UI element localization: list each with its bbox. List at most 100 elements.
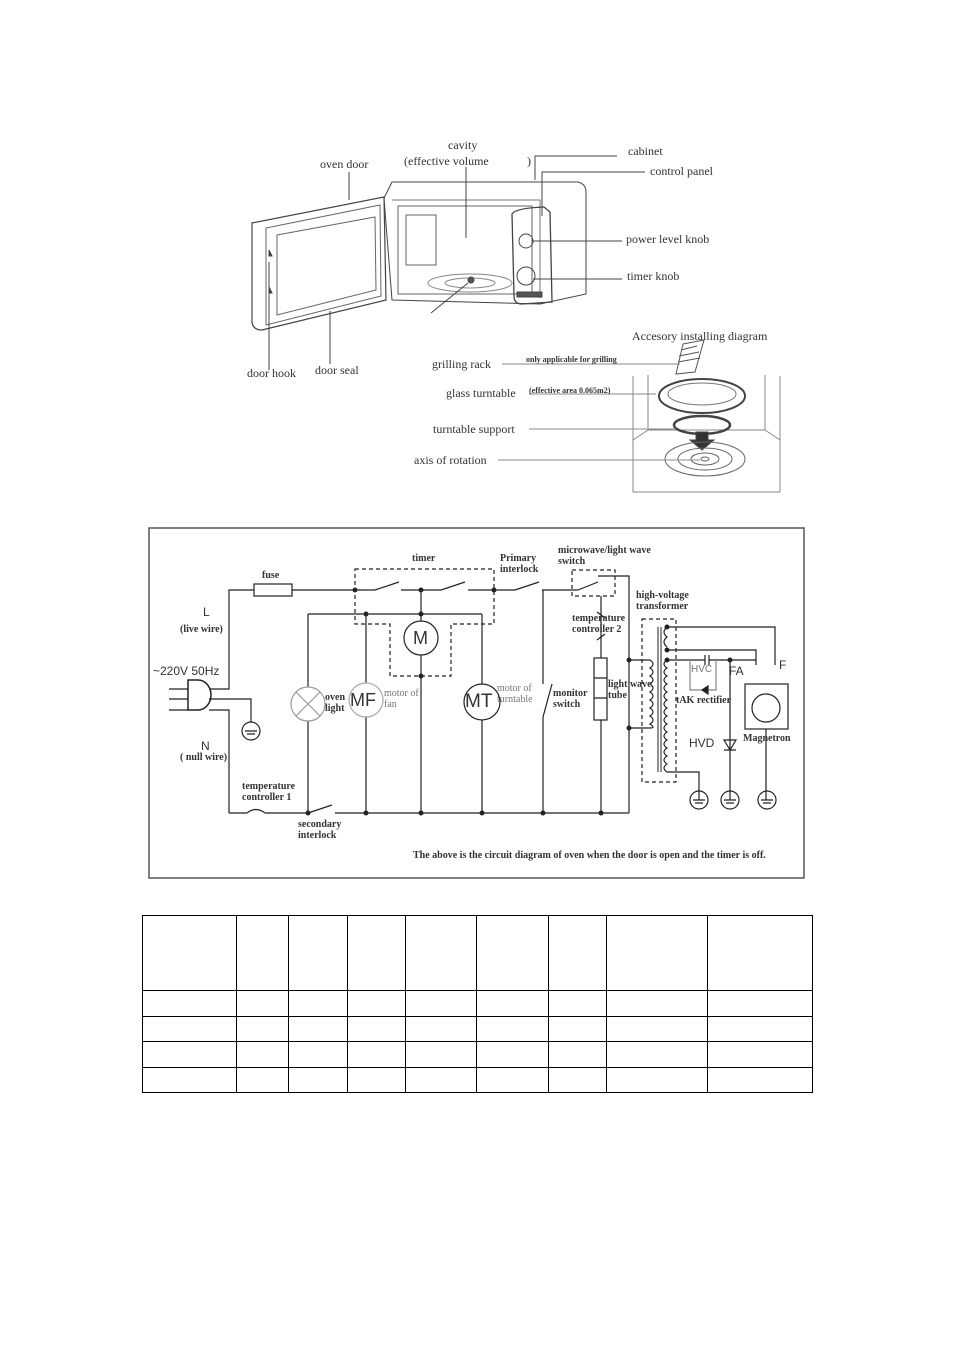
text: light wave: [608, 679, 652, 690]
label-cavity-volume: (effective volume: [404, 154, 489, 168]
text: secondary: [298, 819, 342, 830]
circuit-caption: The above is the circuit diagram of oven…: [413, 850, 766, 861]
label-rectifier: tAK rectifier: [676, 695, 732, 706]
table-cell: [347, 1067, 406, 1093]
table-cell: [606, 1041, 708, 1068]
table-cell: [347, 990, 406, 1017]
table-cell: [476, 1041, 549, 1068]
label-L: L: [203, 605, 210, 619]
text: oven: [325, 692, 345, 703]
table-cell: [606, 915, 708, 991]
table-cell: [288, 1067, 348, 1093]
label-MF: MF: [350, 690, 376, 710]
text: high-voltage: [636, 590, 689, 601]
label-fuse: fuse: [262, 570, 280, 581]
label-axis-of-rotation: axis of rotation: [414, 453, 487, 467]
table-cell: [707, 1016, 813, 1042]
table-cell: [606, 1067, 708, 1093]
table-cell: [548, 1067, 607, 1093]
label-control-panel: control panel: [650, 164, 713, 178]
table-cell: [707, 1041, 813, 1068]
text: light: [325, 703, 345, 714]
table-cell: [288, 1016, 348, 1042]
table-cell: [606, 1016, 708, 1042]
table-cell: [476, 990, 549, 1017]
text: switch: [558, 556, 586, 567]
label-supply-voltage: ~220V 50Hz: [153, 664, 220, 678]
table-row: [142, 1041, 813, 1068]
table-cell: [548, 990, 607, 1017]
label-turntable-support: turntable support: [433, 422, 515, 436]
table-cell: [707, 990, 813, 1017]
table-cell: [142, 990, 237, 1017]
text: switch: [553, 699, 581, 710]
text: temperature: [242, 781, 296, 792]
text: interlock: [298, 830, 337, 841]
text: microwave/light wave: [558, 545, 651, 556]
table-row: [142, 1067, 813, 1093]
table-cell: [476, 1067, 549, 1093]
table-row: [142, 1016, 813, 1042]
text: motor of: [384, 688, 419, 699]
table-cell: [606, 990, 708, 1017]
table-cell: [548, 915, 607, 991]
table-cell: [288, 1041, 348, 1068]
table-cell: [142, 1067, 237, 1093]
label-grilling-note: only applicable for grilling: [526, 355, 617, 364]
table-cell: [405, 1067, 477, 1093]
label-cavity-close: ): [527, 154, 531, 168]
label-glass-turntable: glass turntable: [446, 386, 516, 400]
table-cell: [405, 990, 477, 1017]
table-cell: [707, 915, 813, 991]
label-door-hook: door hook: [247, 366, 296, 380]
label-turntable-note: (effective area 0.065m2): [529, 386, 611, 395]
label-null-wire: ( null wire): [180, 752, 228, 763]
empty-spec-table: [142, 915, 813, 1093]
label-timer-knob: timer knob: [627, 269, 680, 283]
label-HVD: HVD: [689, 736, 715, 750]
label-N: N: [201, 739, 210, 753]
label-motor-M: M: [413, 628, 428, 648]
label-MT: MT: [465, 691, 493, 712]
table-cell: [476, 915, 549, 991]
text: interlock: [500, 564, 539, 575]
label-F: F: [779, 658, 787, 672]
label-grilling-rack: grilling rack: [432, 357, 491, 371]
text: turntable: [497, 694, 533, 705]
text: temperature: [572, 613, 626, 624]
label-FA: FA: [729, 664, 744, 678]
table-cell: [405, 915, 477, 991]
text: monitor: [553, 688, 588, 699]
text: Primary: [500, 553, 537, 564]
table-cell: [347, 1041, 406, 1068]
table-cell: [405, 1041, 477, 1068]
label-oven-door: oven door: [320, 157, 369, 171]
label-cavity: cavity: [448, 138, 478, 152]
text: tube: [608, 690, 627, 701]
table-cell: [236, 1067, 289, 1093]
label-timer: timer: [412, 553, 436, 564]
table-cell: [476, 1016, 549, 1042]
table-cell: [347, 1016, 406, 1042]
table-cell: [347, 915, 406, 991]
text: transformer: [636, 601, 689, 612]
text: controller 2: [572, 624, 622, 635]
table-cell: [142, 1016, 237, 1042]
table-cell: [707, 1067, 813, 1093]
table-cell: [548, 1016, 607, 1042]
text: controller 1: [242, 792, 292, 803]
table-cell: [236, 990, 289, 1017]
